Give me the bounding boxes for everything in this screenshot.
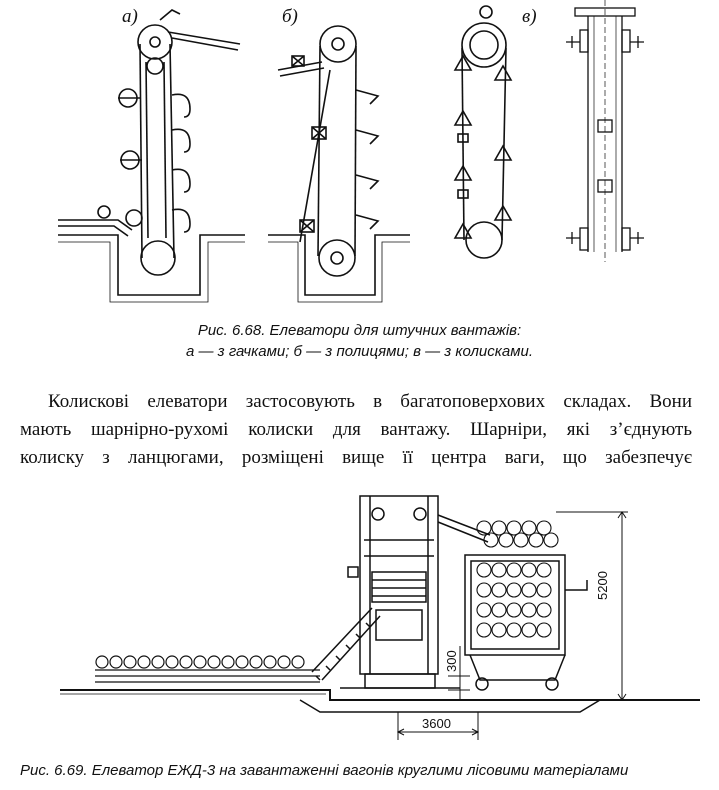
figure-669-caption: Рис. 6.69. Елеватор ЕЖД-3 на завантаженн… [20,762,629,779]
figure-668-caption-line1: Рис. 6.68. Елеватори для штучних вантажі… [197,322,522,339]
body-paragraph: Колискові елеватори застосовують в багат… [20,388,692,472]
elevator-cradles-front-drawing [566,0,644,262]
panel-label-a: а) [122,6,138,27]
paragraph-line: мають шарнірно-рухомі колиски для вантаж… [20,419,692,440]
wagon-logs [476,520,559,638]
dimension-step-label: 300 [444,650,459,672]
figure-668-caption-line2: а — з гачками; б — з полицями; в — з кол… [186,343,533,360]
panel-label-b: б) [282,6,298,27]
paragraph-line: колиску з ланцюгами, розміщені вище її ц… [20,447,692,468]
panel-label-v: в) [522,6,537,27]
dimension-length-label: 3600 [422,716,451,731]
paragraph-line: Колискові елеватори застосовують в багат… [48,391,692,412]
elevator-shelves-drawing [268,25,410,303]
ground-logs [95,655,320,683]
elevator-hooks-drawing [58,9,245,303]
dimension-height-label: 5200 [595,571,610,600]
elevator-cradles-side-drawing [453,5,513,259]
